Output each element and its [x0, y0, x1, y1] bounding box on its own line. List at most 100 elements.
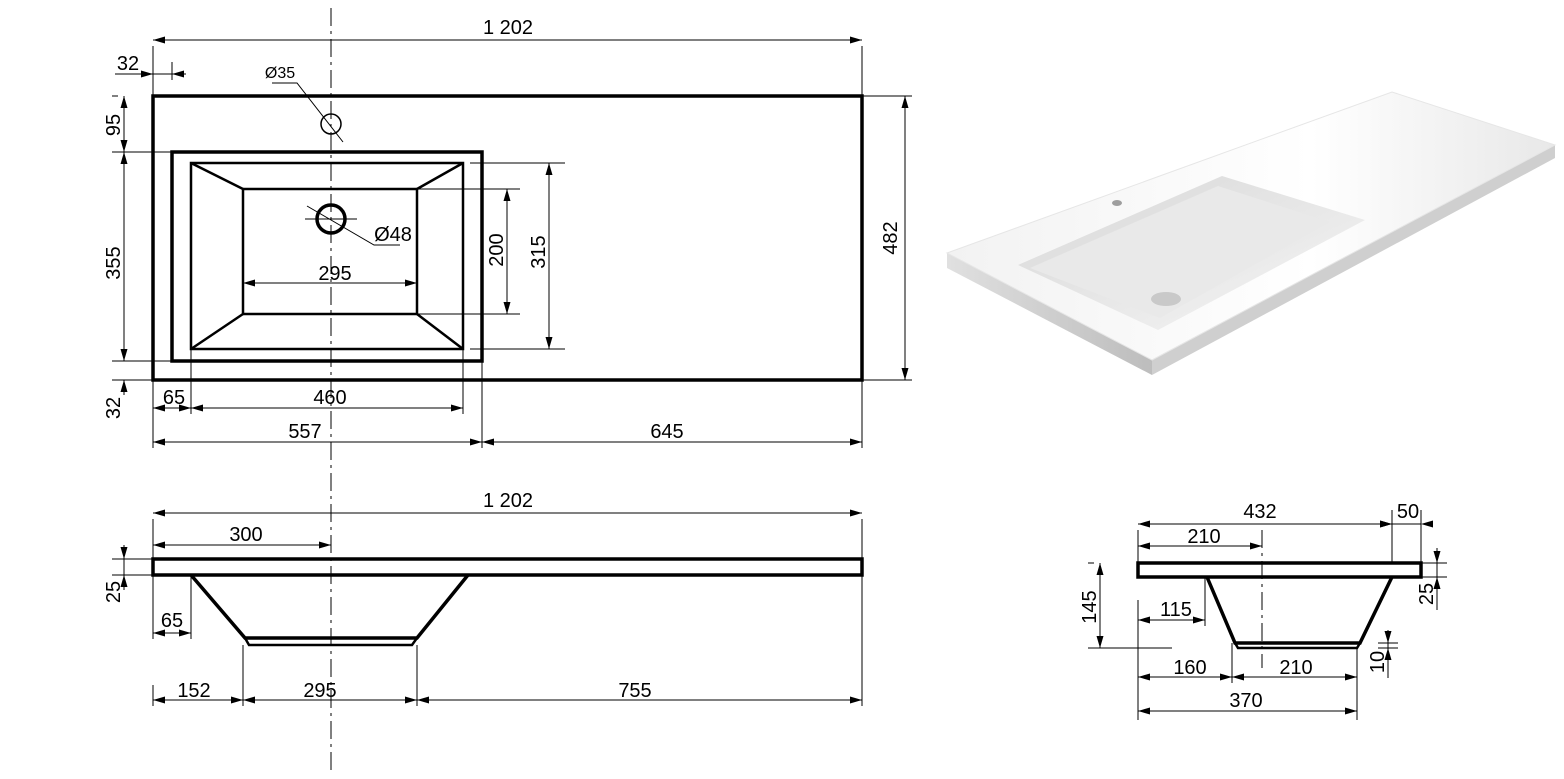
dimension-label: 210 — [1279, 657, 1312, 679]
dimension-arrow — [1232, 673, 1244, 681]
dimension-arrow — [1250, 542, 1262, 550]
dimension-label: 65 — [163, 387, 185, 409]
product-render — [945, 91, 1557, 375]
dimension-label: 65 — [161, 610, 183, 632]
front-slab — [151, 557, 864, 577]
dimension-arrow — [120, 140, 128, 152]
dimension-arrow — [1421, 520, 1433, 528]
dimension-arrow — [1433, 577, 1441, 589]
dimension-label: 295 — [303, 680, 336, 702]
dimension-arrow — [153, 629, 165, 637]
dimension-arrow — [451, 404, 463, 412]
dimension-arrow — [231, 696, 243, 704]
dimension-arrow — [482, 438, 494, 446]
dimension-arrow — [243, 696, 255, 704]
dimension-arrow — [1096, 636, 1104, 648]
bowl-slope-lines — [190, 161, 464, 351]
dimension-arrow — [405, 696, 417, 704]
dimension-label: 1 202 — [483, 17, 533, 39]
countertop-outline — [151, 94, 864, 382]
dimension-label: 145 — [1079, 590, 1101, 623]
dimension-arrow — [1345, 673, 1357, 681]
dimension-label: 32 — [117, 53, 139, 75]
dimension-arrow — [850, 438, 862, 446]
dimension-arrow — [153, 509, 165, 517]
dimension-label: 370 — [1229, 690, 1262, 712]
bowl-inner-edge — [189, 161, 465, 351]
dimension-arrow — [153, 404, 165, 412]
dimension-arrow — [153, 36, 165, 44]
dimension-arrow — [120, 380, 128, 392]
dimension-label: 557 — [288, 421, 321, 443]
dimension-arrow — [405, 279, 417, 287]
dimension-label: 300 — [229, 524, 262, 546]
dimension-label: Ø48 — [374, 224, 412, 246]
dimension-label: 460 — [313, 387, 346, 409]
dimension-arrow — [470, 438, 482, 446]
dimension-arrow — [120, 349, 128, 361]
dimension-arrow — [545, 337, 553, 349]
dimension-arrow — [1384, 648, 1392, 660]
dimension-arrow — [120, 96, 128, 108]
render-drain — [1151, 292, 1181, 306]
dimension-arrow — [120, 547, 128, 559]
dimension-label: 152 — [177, 680, 210, 702]
dimension-arrow — [901, 368, 909, 380]
dimension-label: 115 — [1160, 599, 1192, 621]
dimension-label: 355 — [103, 246, 125, 279]
dimension-label: 755 — [618, 680, 651, 702]
dimension-arrow — [1138, 542, 1150, 550]
dimension-arrow — [850, 509, 862, 517]
dimension-arrow — [1433, 551, 1441, 563]
dimension-label: 210 — [1187, 526, 1220, 548]
dimension-arrow — [1220, 673, 1232, 681]
dimension-label: 95 — [103, 114, 125, 136]
dimension-label: 25 — [1416, 583, 1438, 605]
side-slab — [1136, 561, 1423, 579]
tap-hole — [320, 113, 342, 135]
dimension-label: Ø35 — [265, 65, 295, 82]
dimension-label: 315 — [528, 235, 550, 268]
dimension-arrow — [120, 152, 128, 164]
dimension-arrow — [120, 575, 128, 587]
render-right-edge — [1152, 145, 1555, 375]
dimension-arrow — [141, 70, 153, 78]
render-front-edge — [947, 253, 1152, 375]
dimension-label: 295 — [318, 263, 351, 285]
dimension-label: 32 — [103, 397, 125, 419]
dimension-label: 160 — [1173, 657, 1206, 679]
bowl-outer-rim — [170, 150, 484, 363]
dimension-arrow — [1193, 616, 1205, 624]
dimension-arrow — [243, 279, 255, 287]
side-bowl-profile — [1205, 576, 1394, 645]
dimension-label: 25 — [103, 581, 125, 603]
dimension-arrow — [545, 163, 553, 175]
dimension-label: 10 — [1367, 651, 1389, 673]
dimension-arrow — [850, 36, 862, 44]
dimension-label: 1 202 — [483, 490, 533, 512]
dimension-label: 482 — [880, 221, 902, 254]
side-view — [1136, 561, 1423, 650]
dimension-arrow — [1380, 520, 1392, 528]
dimension-arrow — [901, 96, 909, 108]
top-view — [151, 82, 864, 382]
render-tap-hole — [1112, 200, 1122, 206]
dimension-arrow — [1138, 673, 1150, 681]
dimension-arrow — [172, 70, 184, 78]
dimension-label: 645 — [650, 421, 683, 443]
front-view — [151, 557, 864, 647]
dimension-arrow — [1096, 563, 1104, 575]
dimension-arrow — [503, 302, 511, 314]
dimension-arrow — [153, 438, 165, 446]
dimension-arrow — [153, 696, 165, 704]
dimension-label: 50 — [1397, 501, 1419, 523]
dimension-arrow — [850, 696, 862, 704]
front-bowl-profile — [189, 573, 470, 640]
dimension-arrow — [417, 696, 429, 704]
dimension-arrow — [1138, 616, 1150, 624]
bowl-bottom — [241, 187, 419, 316]
dimension-arrow — [319, 541, 331, 549]
dimension-arrow — [1345, 707, 1357, 715]
